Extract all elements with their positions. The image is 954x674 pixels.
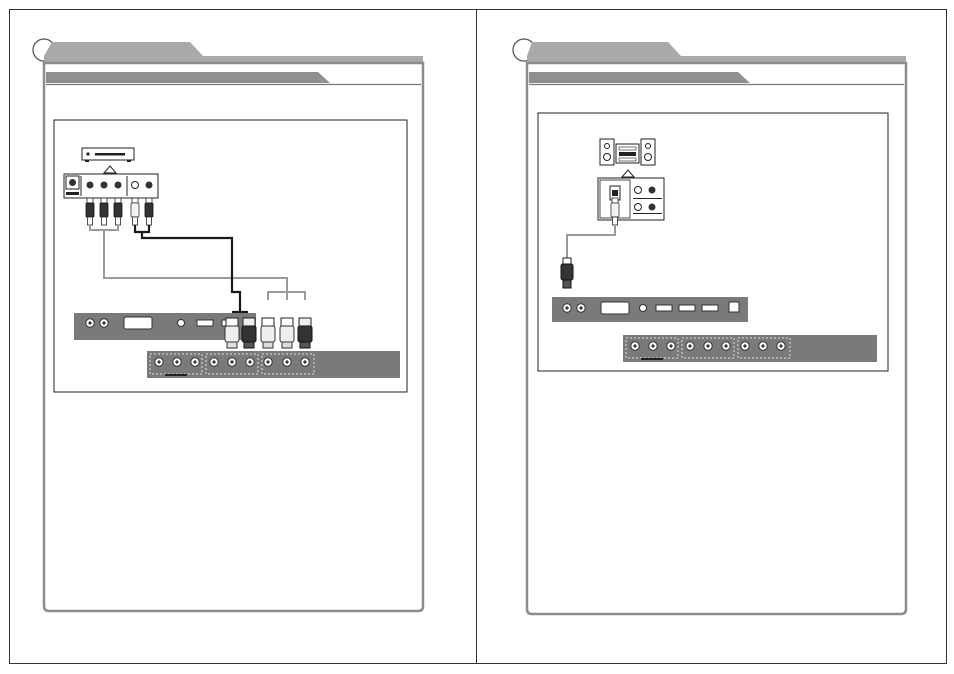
amplifier-arrow-up bbox=[620, 169, 636, 178]
section-tab-right bbox=[527, 42, 906, 63]
left-page bbox=[32, 38, 425, 613]
content-frame-right bbox=[525, 61, 908, 616]
right-page bbox=[512, 38, 908, 616]
subsection-bar-right bbox=[529, 72, 750, 83]
dvd-player-icon bbox=[81, 147, 135, 162]
section-tab bbox=[44, 42, 423, 63]
tv-back-panel-upper-right bbox=[552, 297, 748, 322]
page-sheet bbox=[9, 9, 947, 664]
optical-audio-cable bbox=[560, 197, 620, 289]
component-video-cable bbox=[89, 225, 306, 300]
subsection-bar bbox=[46, 72, 330, 83]
amplifier-icon bbox=[599, 138, 656, 166]
audio-cable bbox=[133, 225, 248, 314]
page-fold-divider bbox=[476, 9, 477, 664]
dvd-back-panel bbox=[63, 173, 159, 199]
connection-figure-box-right bbox=[537, 112, 889, 372]
amplifier-back-panel bbox=[597, 177, 665, 221]
dvd-arrow-up bbox=[102, 165, 118, 174]
tv-back-panel-lower-right bbox=[623, 335, 877, 362]
tv-back-panel-lower bbox=[147, 351, 400, 378]
content-frame bbox=[42, 61, 425, 613]
